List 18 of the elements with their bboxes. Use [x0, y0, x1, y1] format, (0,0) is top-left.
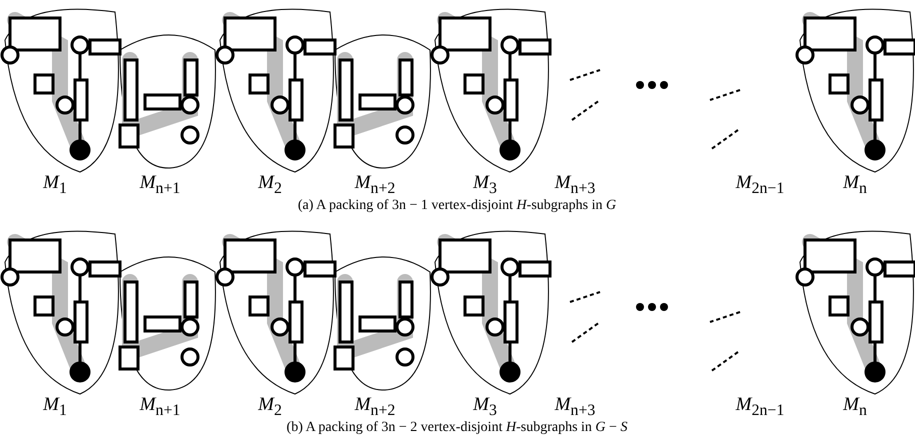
subfigure-caption: (a) A packing of 3n − 1 vertex-disjoint H-subgraphs in G — [298, 198, 616, 214]
gadget-label: M$_{n+3}$ — [554, 172, 596, 198]
gadget-label: M$_{n+1}$ — [140, 172, 180, 198]
gadget-label: M$_{2}$ — [258, 394, 282, 420]
gadget-label: M$_{n+2}$ — [354, 394, 396, 420]
gadget-label: M$_{n+3}$ — [554, 394, 596, 420]
gadget-label: M$_{2n−1}$ — [736, 172, 784, 198]
gadget-label: M$_{n}$ — [843, 394, 867, 420]
gadget-label: M$_{3}$ — [473, 172, 497, 198]
gadget-label: M$_{1}$ — [43, 172, 67, 198]
gadget-label: M$_{3}$ — [473, 394, 497, 420]
gadget-label: M$_{2n−1}$ — [736, 394, 784, 420]
gadget-label: M$_{1}$ — [43, 394, 67, 420]
gadget-label: M$_{n+1}$ — [140, 394, 180, 420]
gadget-label: M$_{2}$ — [258, 172, 282, 198]
gadget-label: M$_{n}$ — [843, 172, 867, 198]
subfigure-caption: (b) A packing of 3n − 2 vertex-disjoint H-subgraphs in G − S — [286, 420, 628, 436]
gadget-label: M$_{n+2}$ — [354, 172, 396, 198]
